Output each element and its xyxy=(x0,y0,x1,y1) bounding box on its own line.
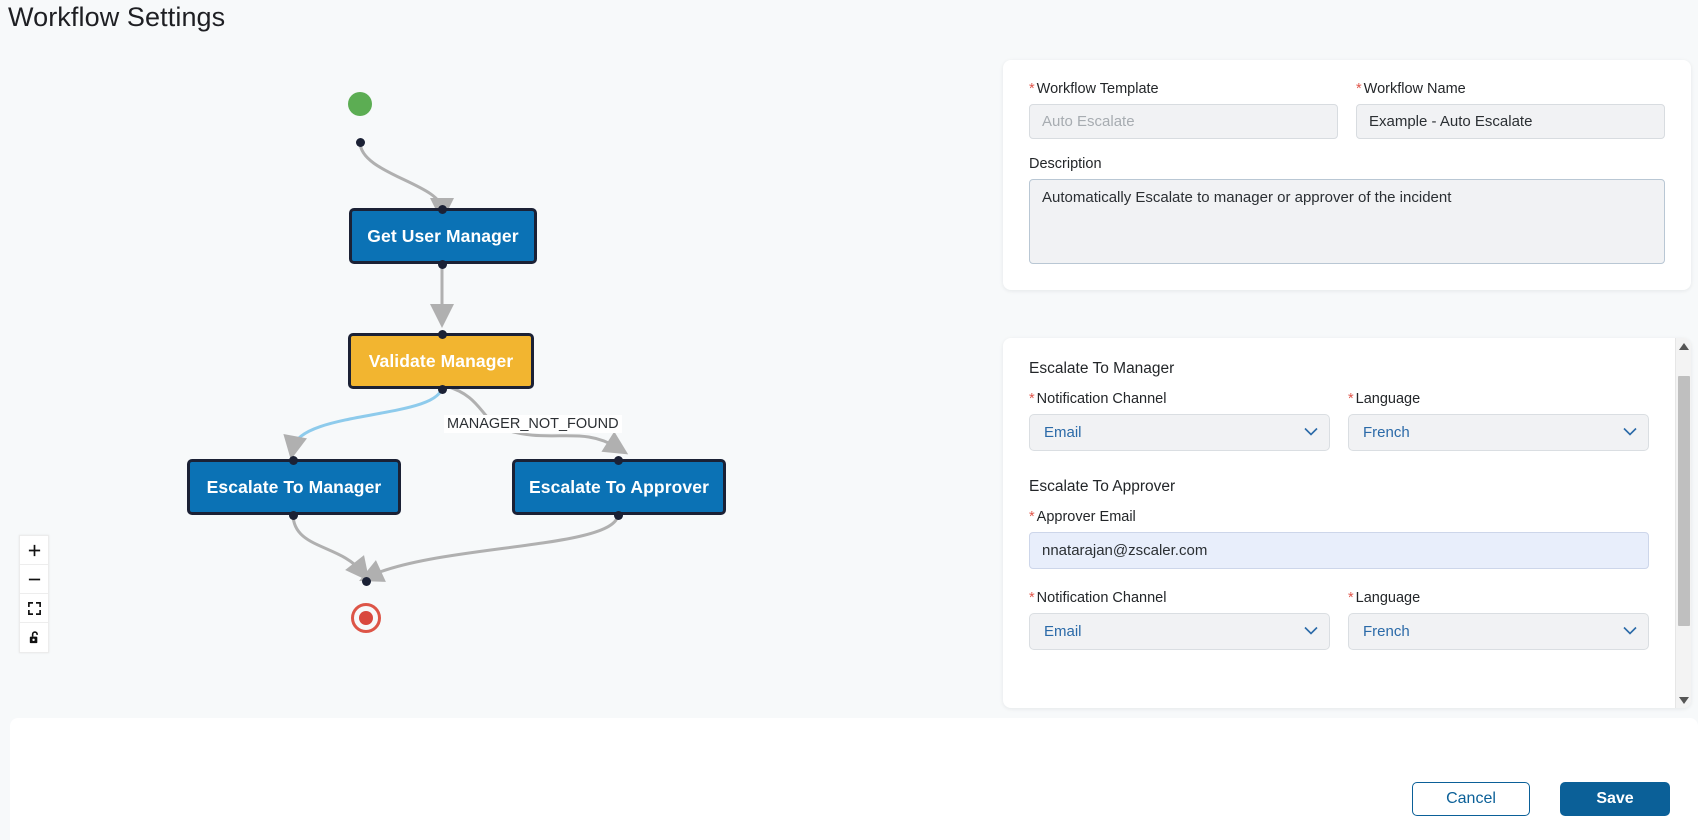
field-workflow-template: *Workflow Template xyxy=(1029,81,1338,139)
edge-validate-manager-to-escalate-manager xyxy=(283,385,444,460)
selected-value: French xyxy=(1363,423,1410,441)
workflow-canvas[interactable]: Get User Manager Validate Manager MANAGE… xyxy=(10,44,1000,722)
zoom-out-button[interactable] xyxy=(20,565,48,594)
general-settings-card: *Workflow Template *Workflow Name Descri… xyxy=(1003,60,1691,290)
required-marker: * xyxy=(1029,508,1035,525)
node-label: Escalate To Manager xyxy=(206,476,382,497)
node-label: Validate Manager xyxy=(368,350,514,371)
node-escalate-to-manager[interactable]: Escalate To Manager xyxy=(187,459,401,515)
workflow-template-input[interactable] xyxy=(1029,103,1338,139)
node-start[interactable] xyxy=(348,92,372,116)
workflow-edges xyxy=(283,141,629,582)
description-label: Description xyxy=(1029,155,1102,172)
scroll-up-button[interactable] xyxy=(1676,338,1691,354)
workflow-name-input[interactable] xyxy=(1356,103,1665,139)
node-label: Get User Manager xyxy=(367,225,519,246)
plus-icon xyxy=(28,544,40,556)
field-description: Description xyxy=(1029,155,1665,269)
approver-email-label: *Approver Email xyxy=(1029,508,1136,525)
required-marker: * xyxy=(1348,589,1354,606)
approver-language-select[interactable]: French xyxy=(1348,612,1649,650)
canvas-controls[interactable] xyxy=(19,535,49,653)
escalate-manager-heading: Escalate To Manager xyxy=(1029,360,1175,377)
escalate-approver-heading: Escalate To Approver xyxy=(1029,477,1176,495)
footer-action-bar: Cancel Save xyxy=(10,718,1698,840)
minus-icon xyxy=(28,578,40,580)
port-get-user-manager-out[interactable] xyxy=(438,260,447,269)
selected-value: Email xyxy=(1044,622,1082,640)
port-end-in[interactable] xyxy=(362,577,371,586)
manager-language-select[interactable]: French xyxy=(1348,413,1649,451)
field-approver-email: *Approver Email xyxy=(1029,508,1649,569)
port-escalate-approver-in[interactable] xyxy=(614,456,623,465)
node-get-user-manager[interactable]: Get User Manager xyxy=(349,208,537,264)
required-marker: * xyxy=(1029,81,1035,97)
edge-start-to-get-user-manager xyxy=(358,141,454,222)
caret-down-icon xyxy=(1678,696,1689,704)
required-marker: * xyxy=(1029,589,1035,606)
manager-language-label: *Language xyxy=(1348,391,1421,407)
node-label: Escalate To Approver xyxy=(529,476,709,497)
zoom-in-button[interactable] xyxy=(20,536,48,565)
cancel-button[interactable]: Cancel xyxy=(1412,782,1530,816)
port-start-out[interactable] xyxy=(356,138,365,147)
manager-notification-channel-select[interactable]: Email xyxy=(1029,413,1330,451)
scrollbar-thumb[interactable] xyxy=(1678,376,1690,626)
port-escalate-approver-out[interactable] xyxy=(614,511,623,520)
port-validate-manager-in[interactable] xyxy=(438,330,447,339)
port-validate-manager-out[interactable] xyxy=(438,385,447,394)
save-button[interactable]: Save xyxy=(1560,782,1670,816)
edge-escalate-manager-to-end xyxy=(291,513,370,582)
edge-label-manager-not-found: MANAGER_NOT_FOUND xyxy=(444,415,622,433)
port-escalate-manager-out[interactable] xyxy=(289,511,298,520)
approver-email-input[interactable] xyxy=(1029,531,1649,569)
scroll-down-button[interactable] xyxy=(1676,692,1691,708)
required-marker: * xyxy=(1348,391,1354,407)
approver-notification-channel-select[interactable]: Email xyxy=(1029,612,1330,650)
page-title: Workflow Settings xyxy=(8,2,226,32)
approver-language-label: *Language xyxy=(1348,589,1421,606)
edge-escalate-approver-to-end xyxy=(359,513,620,582)
port-escalate-manager-in[interactable] xyxy=(289,456,298,465)
node-end[interactable] xyxy=(351,603,381,633)
manager-notification-channel-label: *Notification Channel xyxy=(1029,391,1167,407)
toggle-interactivity-button[interactable] xyxy=(20,623,48,652)
workflow-template-label: *Workflow Template xyxy=(1029,81,1159,97)
selected-value: French xyxy=(1363,622,1410,640)
field-workflow-name: *Workflow Name xyxy=(1356,81,1665,139)
port-get-user-manager-in[interactable] xyxy=(438,205,447,214)
approver-notification-channel-label: *Notification Channel xyxy=(1029,589,1167,606)
fit-view-button[interactable] xyxy=(20,594,48,623)
description-textarea[interactable] xyxy=(1029,178,1665,264)
required-marker: * xyxy=(1029,391,1035,407)
field-manager-language: *Language French xyxy=(1348,391,1649,451)
node-validate-manager[interactable]: Validate Manager xyxy=(348,333,534,389)
field-manager-notification-channel: *Notification Channel Email xyxy=(1029,391,1330,451)
workflow-name-label: *Workflow Name xyxy=(1356,81,1466,97)
field-approver-language: *Language French xyxy=(1348,589,1649,650)
caret-up-icon xyxy=(1678,342,1689,350)
selected-value: Email xyxy=(1044,423,1082,441)
unlock-icon xyxy=(29,631,38,644)
required-marker: * xyxy=(1356,81,1362,97)
fit-view-icon xyxy=(27,601,41,615)
escalation-card-scrollbar[interactable] xyxy=(1675,338,1691,708)
node-escalate-to-approver[interactable]: Escalate To Approver xyxy=(512,459,726,515)
escalation-settings-card: Escalate To Manager *Notification Channe… xyxy=(1003,338,1691,708)
field-approver-notification-channel: *Notification Channel Email xyxy=(1029,589,1330,650)
